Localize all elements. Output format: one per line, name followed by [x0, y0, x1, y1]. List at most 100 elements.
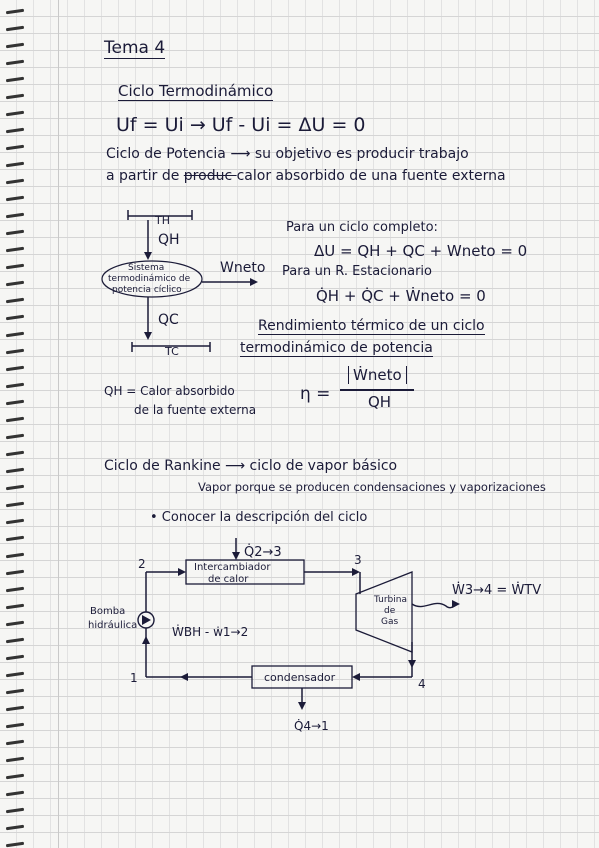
q41-label: Q̇4→1 [294, 719, 329, 733]
binding-hole [5, 76, 25, 83]
binding-hole [5, 229, 25, 236]
qc-label: QC [158, 312, 179, 328]
struck-word: produc [183, 168, 237, 184]
q23-label: Q̇2→3 [244, 545, 282, 560]
binding-hole [5, 603, 25, 610]
binding-hole [5, 654, 25, 661]
qh-definition-2: de la fuente externa [134, 403, 257, 417]
binding-hole [5, 280, 25, 287]
heat-engine-schematic: TH QH Sistema termodinámico de potencia … [101, 210, 265, 358]
efficiency-title-2: termodinámico de potencia [240, 340, 433, 357]
binding-hole [5, 178, 25, 185]
full-cycle-label: Para un ciclo completo: [286, 220, 438, 235]
binding-hole [5, 671, 25, 678]
binding-hole [5, 195, 25, 202]
node-2: 2 [138, 557, 146, 571]
tc-label: TC [164, 345, 179, 358]
binding-hole [5, 467, 25, 474]
pump-label-1: Bomba [90, 606, 125, 617]
section-heading: Ciclo Termodinámico [118, 82, 274, 101]
binding-hole [5, 620, 25, 627]
binding-hole [5, 212, 25, 219]
binding-hole [5, 263, 25, 270]
eta-fraction-bar [340, 389, 414, 391]
binding-hole [5, 59, 25, 66]
rankine-title: Ciclo de Rankine ⟶ ciclo de vapor básico [104, 458, 398, 474]
page-title: Tema 4 [104, 38, 166, 59]
system-label-3: potencia cíclico [112, 285, 182, 295]
node-4: 4 [418, 677, 426, 691]
power-cycle-text-1: Ciclo de Potencia ⟶ su objetivo es produ… [106, 146, 469, 162]
binding-hole [5, 8, 25, 15]
binding-hole [5, 433, 25, 440]
binding-hole [5, 807, 25, 814]
pump-label-2: hidráulica [88, 619, 137, 631]
binding-hole [5, 416, 25, 423]
binding-hole [5, 722, 25, 729]
binding-hole [5, 841, 25, 848]
turbine-label-1: Turbina [373, 595, 407, 605]
steady-state-label: Para un R. Estacionario [282, 264, 432, 279]
binding-hole [5, 331, 25, 338]
binding-hole [5, 382, 25, 389]
spiral-binding [0, 0, 30, 848]
turbine-label-3: Gas [381, 617, 398, 627]
binding-hole [5, 450, 25, 457]
binding-hole [5, 25, 25, 32]
turbine-label-2: de [384, 606, 396, 616]
binding-hole [5, 688, 25, 695]
binding-hole [5, 127, 25, 134]
steady-state-equation: Q̇H + Q̇C + Ẇneto = 0 [316, 287, 486, 305]
binding-hole [5, 365, 25, 372]
wbh-label: ẆBH - ẇ1→2 [172, 624, 248, 639]
wneto-label: Wneto [220, 260, 265, 276]
binding-hole [5, 144, 25, 151]
binding-hole [5, 824, 25, 831]
exchanger-label-2: de calor [208, 574, 249, 585]
binding-hole [5, 790, 25, 797]
margin-line [58, 0, 59, 848]
binding-hole [5, 501, 25, 508]
node-1: 1 [130, 671, 138, 685]
binding-hole [5, 739, 25, 746]
efficiency-title-1: Rendimiento térmico de un ciclo [258, 318, 485, 335]
rankine-diagram: Intercambiador de calor Q̇2→3 3 Turbina … [88, 538, 541, 733]
binding-hole [5, 399, 25, 406]
binding-hole [5, 535, 25, 542]
binding-hole [5, 297, 25, 304]
eta-numerator: Ẇneto [348, 366, 407, 384]
binding-hole [5, 348, 25, 355]
binding-hole [5, 586, 25, 593]
binding-hole [5, 773, 25, 780]
node-3: 3 [354, 553, 362, 567]
binding-hole [5, 552, 25, 559]
binding-hole [5, 484, 25, 491]
power-cycle-text-2-content: a partir de produc calor absorbido de un… [106, 168, 506, 184]
efficiency-title-1-text: Rendimiento térmico de un ciclo [258, 318, 485, 335]
binding-hole [5, 705, 25, 712]
exchanger-label-1: Intercambiador [194, 562, 271, 573]
binding-hole [5, 756, 25, 763]
rankine-subtitle: Vapor porque se producen condensaciones … [198, 480, 546, 494]
binding-hole [5, 93, 25, 100]
condenser-label: condensador [264, 671, 336, 684]
power-cycle-text-2: a partir de produc calor absorbido de un… [106, 168, 506, 184]
binding-hole [5, 110, 25, 117]
binding-hole [5, 42, 25, 49]
first-law-equation: Uf = Ui → Uf - Ui = ΔU = 0 [116, 114, 366, 136]
binding-hole [5, 161, 25, 168]
eta-symbol: η = [300, 384, 331, 404]
eta-denominator: QH [368, 393, 392, 411]
delta-u-equation: ΔU = QH + QC + Wneto = 0 [314, 242, 528, 260]
binding-hole [5, 518, 25, 525]
system-label-2: termodinámico de [108, 274, 191, 284]
bullet-point: • Conocer la descripción del ciclo [150, 510, 368, 525]
th-label: TH [154, 214, 170, 227]
qh-label: QH [158, 232, 180, 248]
system-label-1: Sistema [128, 263, 164, 273]
binding-hole [5, 569, 25, 576]
binding-hole [5, 246, 25, 253]
binding-hole [5, 314, 25, 321]
w34-label: Ẇ3→4 = ẆTV [452, 582, 541, 598]
